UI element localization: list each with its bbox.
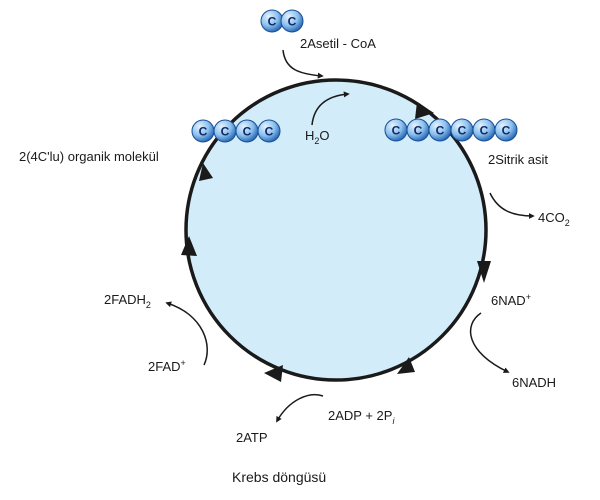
carbon-atom-label: C: [458, 124, 467, 138]
nad-superscript: +: [526, 292, 531, 302]
water-label: H2O: [305, 128, 330, 146]
water-in-arrow: [311, 91, 350, 126]
fad-label: 2FAD+: [148, 358, 186, 374]
acetyl-coa-in-arrow: [282, 49, 324, 79]
carbon-atom-label: C: [243, 125, 252, 139]
nad-main: 6NAD: [491, 293, 526, 308]
co2-label: 4CO2: [538, 210, 570, 228]
adp-atp-arrow: [276, 394, 324, 423]
atp-label: 2ATP: [236, 430, 268, 445]
cycle-arrowhead-top-right: [415, 102, 434, 119]
carbon-atom-label: C: [480, 124, 489, 138]
carbon-atom-label: C: [436, 124, 445, 138]
carbon-atom-label: C: [268, 15, 277, 29]
water-subscript: 2: [314, 136, 319, 146]
cycle-arrowhead-left: [181, 236, 197, 256]
adp-subscript: i: [392, 416, 395, 426]
cycle-arrowhead-top-left: [199, 163, 213, 181]
citric-acid-label: 2Sitrik asit: [488, 152, 548, 167]
nadh-label: 6NADH: [512, 375, 556, 390]
cycle-arrowhead-right: [477, 261, 491, 283]
carbon-atom-label: C: [199, 125, 208, 139]
carbon-atom: [280, 9, 304, 33]
carbon-atom-label: C: [392, 124, 401, 138]
co2-out-arrow: [489, 192, 535, 219]
co2-main: 4CO: [538, 210, 565, 225]
water-h: H: [305, 128, 314, 143]
nad-nadh-arrow: [469, 312, 510, 373]
cycle-arrowhead-bottom-right: [397, 357, 415, 374]
carbon-atom-label: C: [414, 124, 423, 138]
carbon-atom-label: C: [502, 124, 511, 138]
nad-label: 6NAD+: [491, 292, 531, 308]
cycle-arrowhead-bottom: [264, 365, 283, 382]
adp-label: 2ADP + 2Pi: [328, 408, 395, 426]
carbon-atom-label: C: [288, 15, 297, 29]
fad-superscript: +: [181, 358, 186, 368]
adp-main: 2ADP + 2P: [328, 408, 392, 423]
carbon-atom: [257, 119, 281, 143]
citric-acid-carbons: C C C C C C: [384, 118, 518, 142]
carbon-atom-label: C: [221, 125, 230, 139]
fadh-subscript: 2: [146, 300, 151, 310]
four-carbon-molecule-label: 2(4C'lu) organik molekül: [19, 149, 159, 164]
fadh-label: 2FADH2: [104, 292, 151, 310]
cycle-circle: [184, 78, 488, 382]
co2-subscript: 2: [565, 218, 570, 228]
carbon-atom-label: C: [265, 125, 274, 139]
diagram-caption: Krebs döngüsü: [232, 469, 326, 485]
fad-main: 2FAD: [148, 359, 181, 374]
cycle-arrowheads: [181, 102, 491, 382]
carbon-atom: [494, 118, 518, 142]
acetyl-coa-carbons: C C: [260, 9, 304, 33]
four-carbon-molecule-carbons: C C C C: [191, 119, 281, 143]
water-o: O: [319, 128, 329, 143]
fadh-main: 2FADH: [104, 292, 146, 307]
acetyl-coa-label: 2Asetil - CoA: [300, 36, 376, 51]
fad-fadh-arrow: [165, 301, 208, 366]
